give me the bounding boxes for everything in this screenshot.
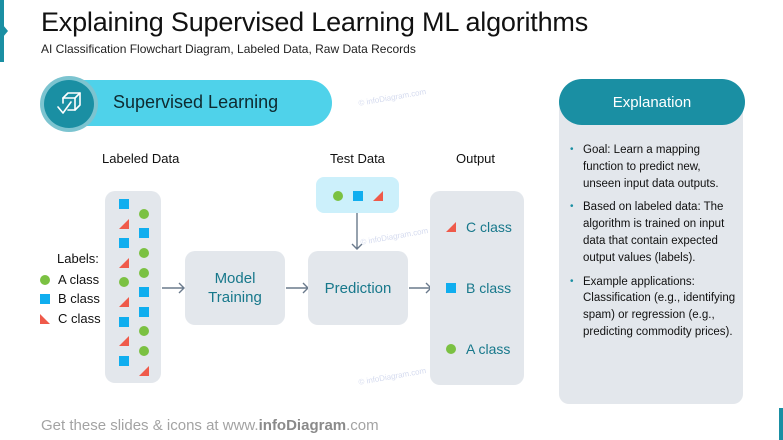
- box-checkmark-icon: [57, 92, 81, 114]
- footer-link[interactable]: Get these slides & icons at www.infoDiag…: [41, 417, 379, 434]
- output-item-c: C class: [446, 219, 512, 235]
- legend-item-c: C class: [40, 311, 101, 326]
- labeled-square-icon: [119, 316, 129, 327]
- watermark: © infoDiagram.com: [357, 366, 427, 387]
- test-triangle-icon: [373, 191, 383, 201]
- labeled-circle-icon: [139, 208, 149, 219]
- class-b-square-icon: [40, 293, 50, 304]
- bullet-text: Based on labeled data: The algorithm is …: [583, 201, 725, 264]
- labeled-triangle-icon: [119, 257, 129, 268]
- labeled-data-column: [105, 191, 161, 383]
- output-label: C class: [466, 219, 512, 235]
- pill-icon-circle: [44, 80, 94, 128]
- labeled-circle-icon: [119, 277, 129, 288]
- labeled-square-icon: [139, 306, 149, 317]
- legend-label: B class: [58, 291, 100, 306]
- labeled-circle-icon: [139, 346, 149, 356]
- explanation-header: Explanation: [559, 79, 745, 125]
- bullet-icon: •: [570, 275, 574, 287]
- labeled-square-icon: [119, 238, 129, 249]
- class-c-triangle-icon: [40, 313, 50, 324]
- prediction-box: Prediction: [308, 251, 408, 325]
- labeled-circle-icon: [139, 248, 149, 258]
- labeled-square-icon: [139, 287, 149, 298]
- page-subtitle: AI Classification Flowchart Diagram, Lab…: [41, 42, 416, 56]
- labeled-square-icon: [119, 199, 129, 209]
- legend-item-a: A class: [40, 272, 99, 287]
- model-training-box: Model Training: [185, 251, 285, 325]
- footer-brand: infoDiagram: [258, 417, 347, 434]
- output-label: A class: [466, 341, 511, 357]
- test-square-icon: [353, 191, 363, 201]
- legend-item-b: B class: [40, 291, 100, 306]
- explanation-title: Explanation: [612, 93, 692, 111]
- explanation-bullet: • Goal: Learn a mapping function to predi…: [570, 142, 740, 192]
- labeled-triangle-icon: [119, 297, 129, 307]
- labeled-square-icon: [139, 228, 149, 239]
- test-data-header: Test Data: [330, 151, 385, 166]
- output-column: [430, 191, 524, 385]
- explanation-list: • Goal: Learn a mapping function to predi…: [570, 142, 740, 348]
- labeled-triangle-icon: [139, 365, 149, 376]
- bullet-text: Goal: Learn a mapping function to predic…: [583, 144, 719, 190]
- test-data-box: [316, 177, 399, 213]
- labeled-circle-icon: [139, 267, 149, 278]
- footer-suffix: .com: [346, 417, 379, 434]
- explanation-bullet: • Example applications: Classification (e…: [570, 274, 740, 341]
- left-accent-notch: [3, 25, 8, 37]
- prediction-label: Prediction: [324, 279, 392, 297]
- labeled-data-header: Labeled Data: [102, 151, 180, 166]
- right-accent-bar: [779, 408, 783, 440]
- output-header: Output: [456, 151, 496, 166]
- legend-label: A class: [58, 272, 100, 287]
- labeled-square-icon: [119, 355, 129, 366]
- class-a-circle-icon: [446, 344, 456, 354]
- watermark: © infoDiagram.com: [359, 226, 429, 247]
- watermark: © infoDiagram.com: [357, 87, 427, 108]
- bullet-icon: •: [570, 201, 574, 213]
- footer-prefix: Get these slides & icons at www.: [41, 417, 259, 434]
- class-a-circle-icon: [40, 274, 50, 285]
- output-item-b: B class: [446, 280, 511, 296]
- labeled-triangle-icon: [119, 218, 129, 229]
- output-label: B class: [466, 280, 512, 296]
- explanation-bullet: • Based on labeled data: The algorithm is…: [570, 199, 740, 266]
- section-pill-label: Supervised Learning: [113, 92, 279, 112]
- explanation-panel: [559, 100, 743, 404]
- page-title: Explaining Supervised Learning ML algori…: [41, 7, 589, 37]
- model-training-label: Model Training: [208, 270, 262, 306]
- labeled-triangle-icon: [119, 336, 129, 347]
- class-b-square-icon: [446, 283, 456, 293]
- labeled-circle-icon: [139, 326, 149, 337]
- arrow-test-to-prediction: [351, 213, 363, 250]
- left-accent-bar: [0, 0, 4, 62]
- arrow-to-training: [162, 282, 185, 294]
- bullet-icon: •: [570, 144, 574, 155]
- class-c-triangle-icon: [446, 222, 456, 232]
- legend-title: Labels:: [57, 251, 99, 266]
- bullet-text: Example applications: Classification (e.…: [583, 275, 736, 338]
- test-circle-icon: [333, 191, 343, 201]
- output-item-a: A class: [446, 341, 510, 357]
- legend-label: C class: [58, 311, 101, 326]
